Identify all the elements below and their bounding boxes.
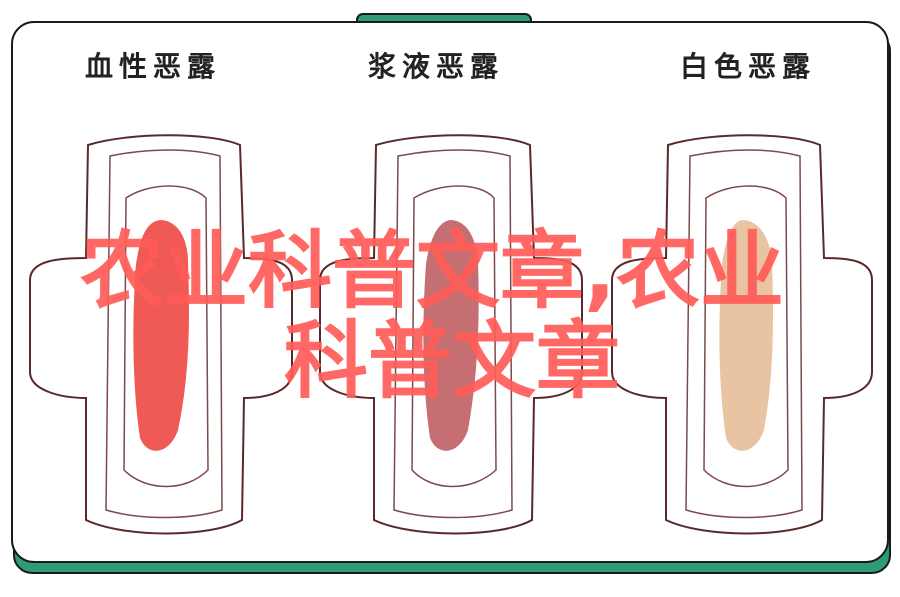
pad-inner-2a: [393, 149, 513, 519]
watermark-line-1: 农业科普文章,农业: [80, 222, 784, 320]
pad-blood: [29, 134, 293, 535]
pad-white: [611, 134, 873, 535]
pad-stain-1: [133, 220, 189, 451]
label-serous: 浆液恶露: [368, 50, 504, 83]
pad-stain-3: [719, 220, 774, 451]
pad-serous: [319, 134, 583, 535]
pad-inner-3b: [703, 185, 789, 488]
pad-inner-1a: [105, 149, 223, 519]
watermark-line-2: 科普文章: [284, 312, 620, 410]
pad-inner-2b: [411, 185, 497, 488]
pad-inner-3a: [685, 149, 803, 519]
label-white: 白色恶露: [680, 50, 816, 83]
label-blood: 血性恶露: [85, 50, 221, 83]
pad-stain-2: [423, 220, 479, 451]
pad-inner-1b: [123, 185, 209, 488]
